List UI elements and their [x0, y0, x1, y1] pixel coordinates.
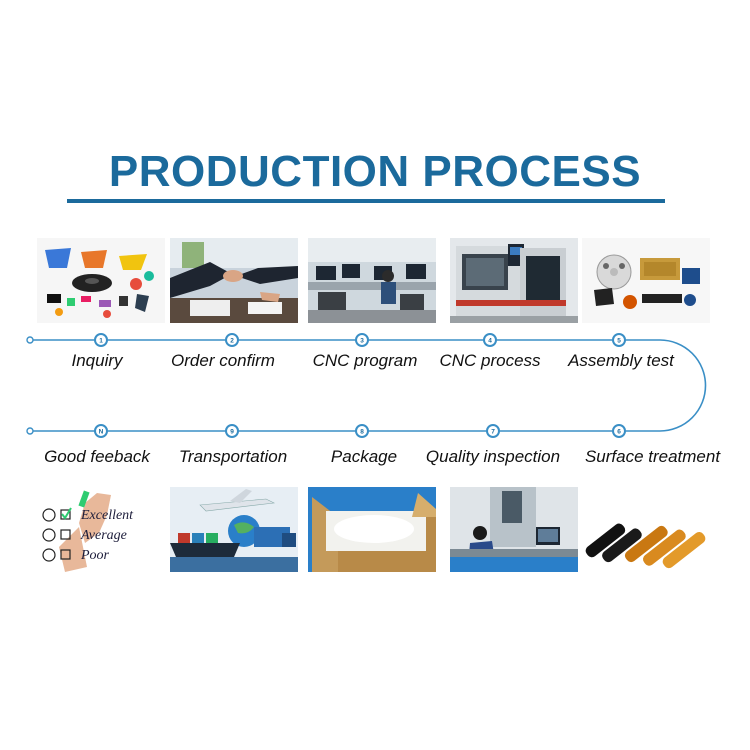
step-label-good-feeback: Good feeback	[12, 447, 182, 467]
feedback-option-average: Average	[80, 528, 127, 543]
step-label-surface-treatment: Surface treatment	[565, 447, 740, 467]
cnc-machine-photo	[450, 238, 578, 323]
step-node-number: 6	[617, 428, 621, 435]
feedback-checklist-photo: Excellent Average Poor	[37, 487, 165, 572]
step-node-number: N	[99, 428, 104, 435]
airplane-ship-truck-photo	[170, 487, 298, 572]
step-node-number: 8	[360, 428, 364, 435]
step-node-6: 6	[613, 425, 625, 437]
step-node-5: 5	[613, 334, 625, 346]
assembled-parts-photo	[582, 238, 710, 323]
step-node-number: 4	[488, 337, 492, 344]
step-node-8: 8	[356, 425, 368, 437]
step-node-3: 3	[356, 334, 368, 346]
feedback-option-excellent: Excellent	[80, 508, 134, 523]
step-node-4: 4	[484, 334, 496, 346]
step-node-2: 2	[226, 334, 238, 346]
bottom-line-start-cap	[27, 428, 33, 434]
step-node-number: 1	[99, 337, 103, 344]
feedback-option-poor: Poor	[80, 548, 110, 563]
top-line-start-cap	[27, 337, 33, 343]
step-node-10: N	[95, 425, 107, 437]
step-label-assembly-test: Assembly test	[536, 351, 706, 371]
programming-office-photo	[308, 238, 436, 323]
anodized-parts-photo	[582, 487, 710, 572]
step-node-7: 7	[487, 425, 499, 437]
step-node-number: 9	[230, 428, 234, 435]
step-node-number: 3	[360, 337, 364, 344]
step-node-number: 7	[491, 428, 495, 435]
step-node-number: 5	[617, 337, 621, 344]
step-node-number: 2	[230, 337, 234, 344]
carton-box-photo	[308, 487, 436, 572]
inspection-lab-photo	[450, 487, 578, 572]
step-node-9: 9	[226, 425, 238, 437]
handshake-photo	[170, 238, 298, 323]
step-node-1: 1	[95, 334, 107, 346]
plastic-parts-photo	[37, 238, 165, 323]
